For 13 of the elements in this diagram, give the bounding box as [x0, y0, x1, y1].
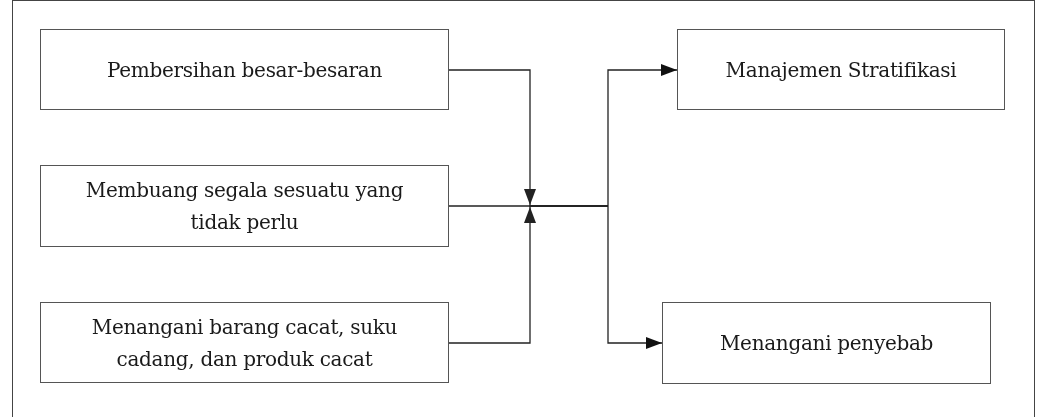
box-text: Manajemen Stratifikasi	[725, 56, 957, 84]
branch-arrow	[607, 64, 678, 207]
process-box	[40, 302, 449, 383]
process-box	[40, 29, 449, 110]
box-text: Membuang segala sesuatu yang tidak perlu	[84, 177, 405, 236]
process-box	[40, 165, 449, 247]
box-text: Menangani barang cacat, suku cadang, dan produk cacat	[90, 313, 399, 373]
process-box	[677, 29, 1005, 110]
box-text: Menangani penyebab	[719, 330, 934, 357]
branch-arrow	[607, 205, 663, 349]
process-box	[662, 302, 991, 384]
merge-arrow	[448, 205, 609, 344]
box-text: Pembersihan besar-besaran	[106, 56, 383, 84]
